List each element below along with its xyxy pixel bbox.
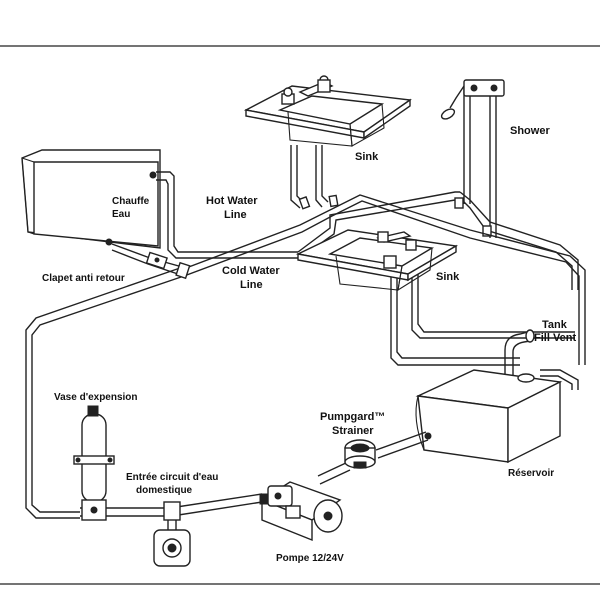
label-strainer-1: Pumpgard™ (320, 411, 385, 423)
shower-head (440, 79, 505, 120)
lower-sink (295, 229, 459, 292)
label-cold-water-line-1: Cold Water (222, 265, 280, 277)
label-vase: Vase d'expension (54, 392, 138, 403)
hot-water-line (156, 88, 579, 290)
label-entree-2: domestique (136, 485, 193, 496)
label-entree-1: Entrée circuit d'eau (126, 472, 218, 483)
label-sink-lower: Sink (436, 271, 460, 283)
tank-fill-vent (504, 329, 535, 378)
expansion-vessel (73, 405, 115, 521)
cold-water-line (25, 194, 586, 519)
label-pompe: Pompe 12/24V (276, 553, 344, 564)
label-strainer-2: Strainer (332, 425, 374, 437)
label-shower: Shower (510, 125, 550, 137)
label-reservoir: Réservoir (508, 468, 554, 479)
water-heater (21, 149, 161, 249)
upper-sink (243, 75, 412, 147)
pumpgard-strainer (344, 439, 376, 469)
label-hot-water-line-2: Line (224, 209, 247, 221)
label-hot-water-line-1: Hot Water (206, 195, 258, 207)
return-pipe (80, 493, 263, 530)
supply-pipe (317, 431, 429, 485)
label-cold-water-line-2: Line (240, 279, 263, 291)
label-clapet: Clapet anti retour (42, 273, 125, 284)
label-chauffe-eau-1: Chauffe (112, 196, 150, 207)
label-tank-vent-2: Fill Vent (534, 332, 577, 344)
label-chauffe-eau-2: Eau (112, 209, 130, 220)
reservoir-tank (415, 369, 563, 464)
label-tank-vent-1: Tank (542, 319, 568, 331)
pump-12-24v (259, 481, 343, 542)
label-sink-upper: Sink (355, 151, 379, 163)
domestic-water-inlet (153, 529, 191, 567)
